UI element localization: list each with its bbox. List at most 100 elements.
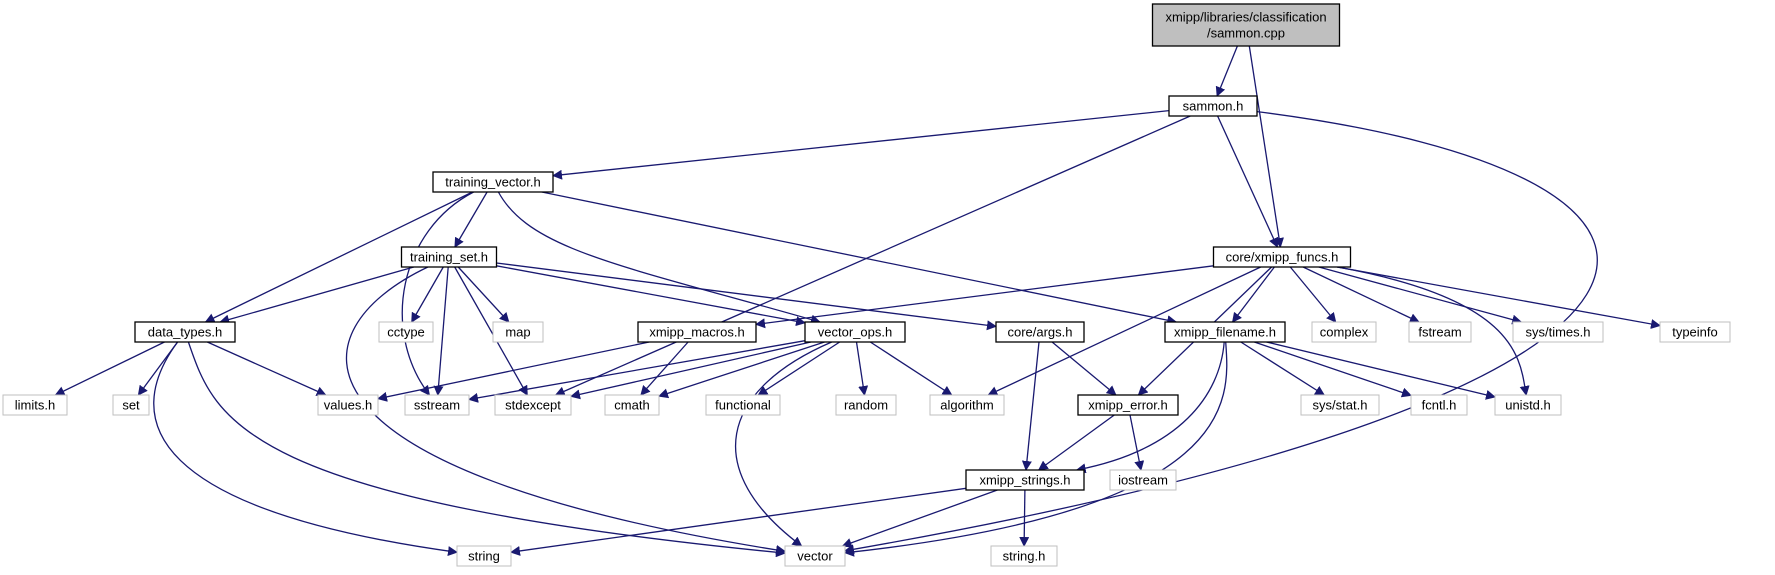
edge-training-set-h-to-core-args-h [496, 262, 997, 331]
node-box [835, 394, 897, 416]
node-box [134, 321, 236, 343]
node-label: xmipp_macros.h [649, 325, 744, 340]
edge-vector-ops-h-to-algorithm [869, 341, 953, 396]
node-box [1077, 394, 1179, 416]
node-box [1659, 321, 1731, 343]
node-vector: vector [784, 545, 846, 567]
edge-core-xmipp-funcs-h-to-xmipp-filename-h [1231, 266, 1275, 323]
node-label: xmipp_filename.h [1174, 325, 1276, 340]
edge-xmipp-strings-h-to-vector [841, 489, 998, 548]
node-box [432, 171, 554, 193]
node-box [784, 545, 846, 567]
edge-core-xmipp-funcs-h-to-xmipp-macros-h [755, 265, 1214, 329]
edge-training-set-h-to-stdexcept [454, 266, 528, 396]
node-vector-ops-h[interactable]: vector_ops.h [804, 321, 906, 343]
edge-training-set-h-to-vector-ops-h [496, 265, 806, 327]
node-xmipp-error-h[interactable]: xmipp_error.h [1077, 394, 1179, 416]
node-box [929, 394, 1005, 416]
node-sys-stat-h: sys/stat.h [1300, 394, 1380, 416]
node-label: xmipp_error.h [1088, 398, 1167, 413]
node-map: map [492, 321, 544, 343]
edge-training-set-h-to-sstream [433, 266, 449, 396]
node-xmipp-strings-h[interactable]: xmipp_strings.h [965, 469, 1085, 491]
node-label: stdexcept [505, 398, 561, 413]
node-cctype: cctype [378, 321, 434, 343]
node-box [400, 246, 498, 268]
node-training-set-h[interactable]: training_set.h [400, 246, 498, 268]
node-label: core/args.h [1007, 325, 1072, 340]
node-sammon-cpp[interactable]: xmipp/libraries/classification/sammon.cp… [1151, 3, 1341, 47]
node-label: vector_ops.h [818, 325, 892, 340]
node-string: string [456, 545, 512, 567]
node-box [1164, 321, 1286, 343]
node-label: random [844, 398, 888, 413]
edge-training-vector-h-to-vector-ops-h [497, 191, 821, 325]
edge-training-vector-h-to-xmipp-filename-h [541, 191, 1178, 326]
node-label: iostream [1118, 473, 1168, 488]
node-data-types-h[interactable]: data_types.h [134, 321, 236, 343]
node-sammon-h[interactable]: sammon.h [1168, 95, 1258, 117]
node-label: algorithm [940, 398, 993, 413]
node-box [492, 321, 544, 343]
node-box [965, 469, 1085, 491]
node-limits-h: limits.h [2, 394, 68, 416]
edge-training-vector-h-to-training-set-h [454, 191, 488, 248]
edge-xmipp-filename-h-to-vector [844, 341, 1228, 557]
node-box [112, 394, 150, 416]
node-label: fstream [1418, 325, 1461, 340]
node-box [804, 321, 906, 343]
edge-xmipp-filename-h-to-fcntl-h [1254, 341, 1412, 398]
edge-core-xmipp-funcs-h-to-typeinfo [1336, 266, 1661, 329]
node-label: cctype [387, 325, 425, 340]
node-box [995, 321, 1085, 343]
node-string-h: string.h [990, 545, 1058, 567]
node-xmipp-macros-h[interactable]: xmipp_macros.h [637, 321, 757, 343]
node-box [1300, 394, 1380, 416]
node-box [1168, 95, 1258, 117]
node-label: set [122, 398, 140, 413]
edge-core-xmipp-funcs-h-to-unistd-h [1337, 266, 1530, 396]
node-label: sstream [414, 398, 460, 413]
node-core-args-h[interactable]: core/args.h [995, 321, 1085, 343]
node-label: cmath [614, 398, 649, 413]
edge-core-args-h-to-xmipp-error-h [1051, 341, 1117, 396]
edge-vector-ops-h-to-functional [757, 341, 841, 396]
edge-sammon-h-to-training-vector-h [552, 109, 1170, 180]
node-label: complex [1320, 325, 1369, 340]
node-label: sammon.h [1183, 99, 1244, 114]
edge-sammon-h-to-vector [844, 110, 1598, 555]
node-sstream: sstream [404, 394, 470, 416]
node-fstream: fstream [1408, 321, 1472, 343]
edge-vector-ops-h-to-cmath [658, 341, 825, 399]
node-box [404, 394, 470, 416]
node-label: functional [715, 398, 771, 413]
edge-xmipp-macros-h-to-values-h [377, 341, 650, 402]
node-iostream: iostream [1109, 469, 1177, 491]
node-label: vector [797, 549, 833, 564]
edge-xmipp-strings-h-to-string-h [1019, 489, 1030, 547]
edges-layer [54, 45, 1661, 558]
node-typeinfo: typeinfo [1659, 321, 1731, 343]
edge-data-types-h-to-string [153, 341, 458, 557]
edge-xmipp-strings-h-to-string [510, 487, 967, 556]
node-label: training_vector.h [445, 175, 540, 190]
node-training-vector-h[interactable]: training_vector.h [432, 171, 554, 193]
node-box [494, 394, 572, 416]
node-box [378, 321, 434, 343]
node-label: sys/times.h [1525, 325, 1590, 340]
node-box [604, 394, 660, 416]
edge-core-xmipp-funcs-h-to-algorithm [987, 266, 1261, 396]
node-box [456, 545, 512, 567]
edge-training-vector-h-to-sstream [401, 191, 474, 396]
node-xmipp-filename-h[interactable]: xmipp_filename.h [1164, 321, 1286, 343]
node-label: string.h [1003, 549, 1046, 564]
node-unistd-h: unistd.h [1494, 394, 1562, 416]
node-box [2, 394, 68, 416]
node-box [990, 545, 1058, 567]
node-stdexcept: stdexcept [494, 394, 572, 416]
node-label: training_set.h [410, 250, 488, 265]
node-complex: complex [1311, 321, 1377, 343]
node-core-xmipp-funcs-h[interactable]: core/xmipp_funcs.h [1212, 246, 1352, 268]
edge-training-set-h-to-map [457, 266, 510, 323]
